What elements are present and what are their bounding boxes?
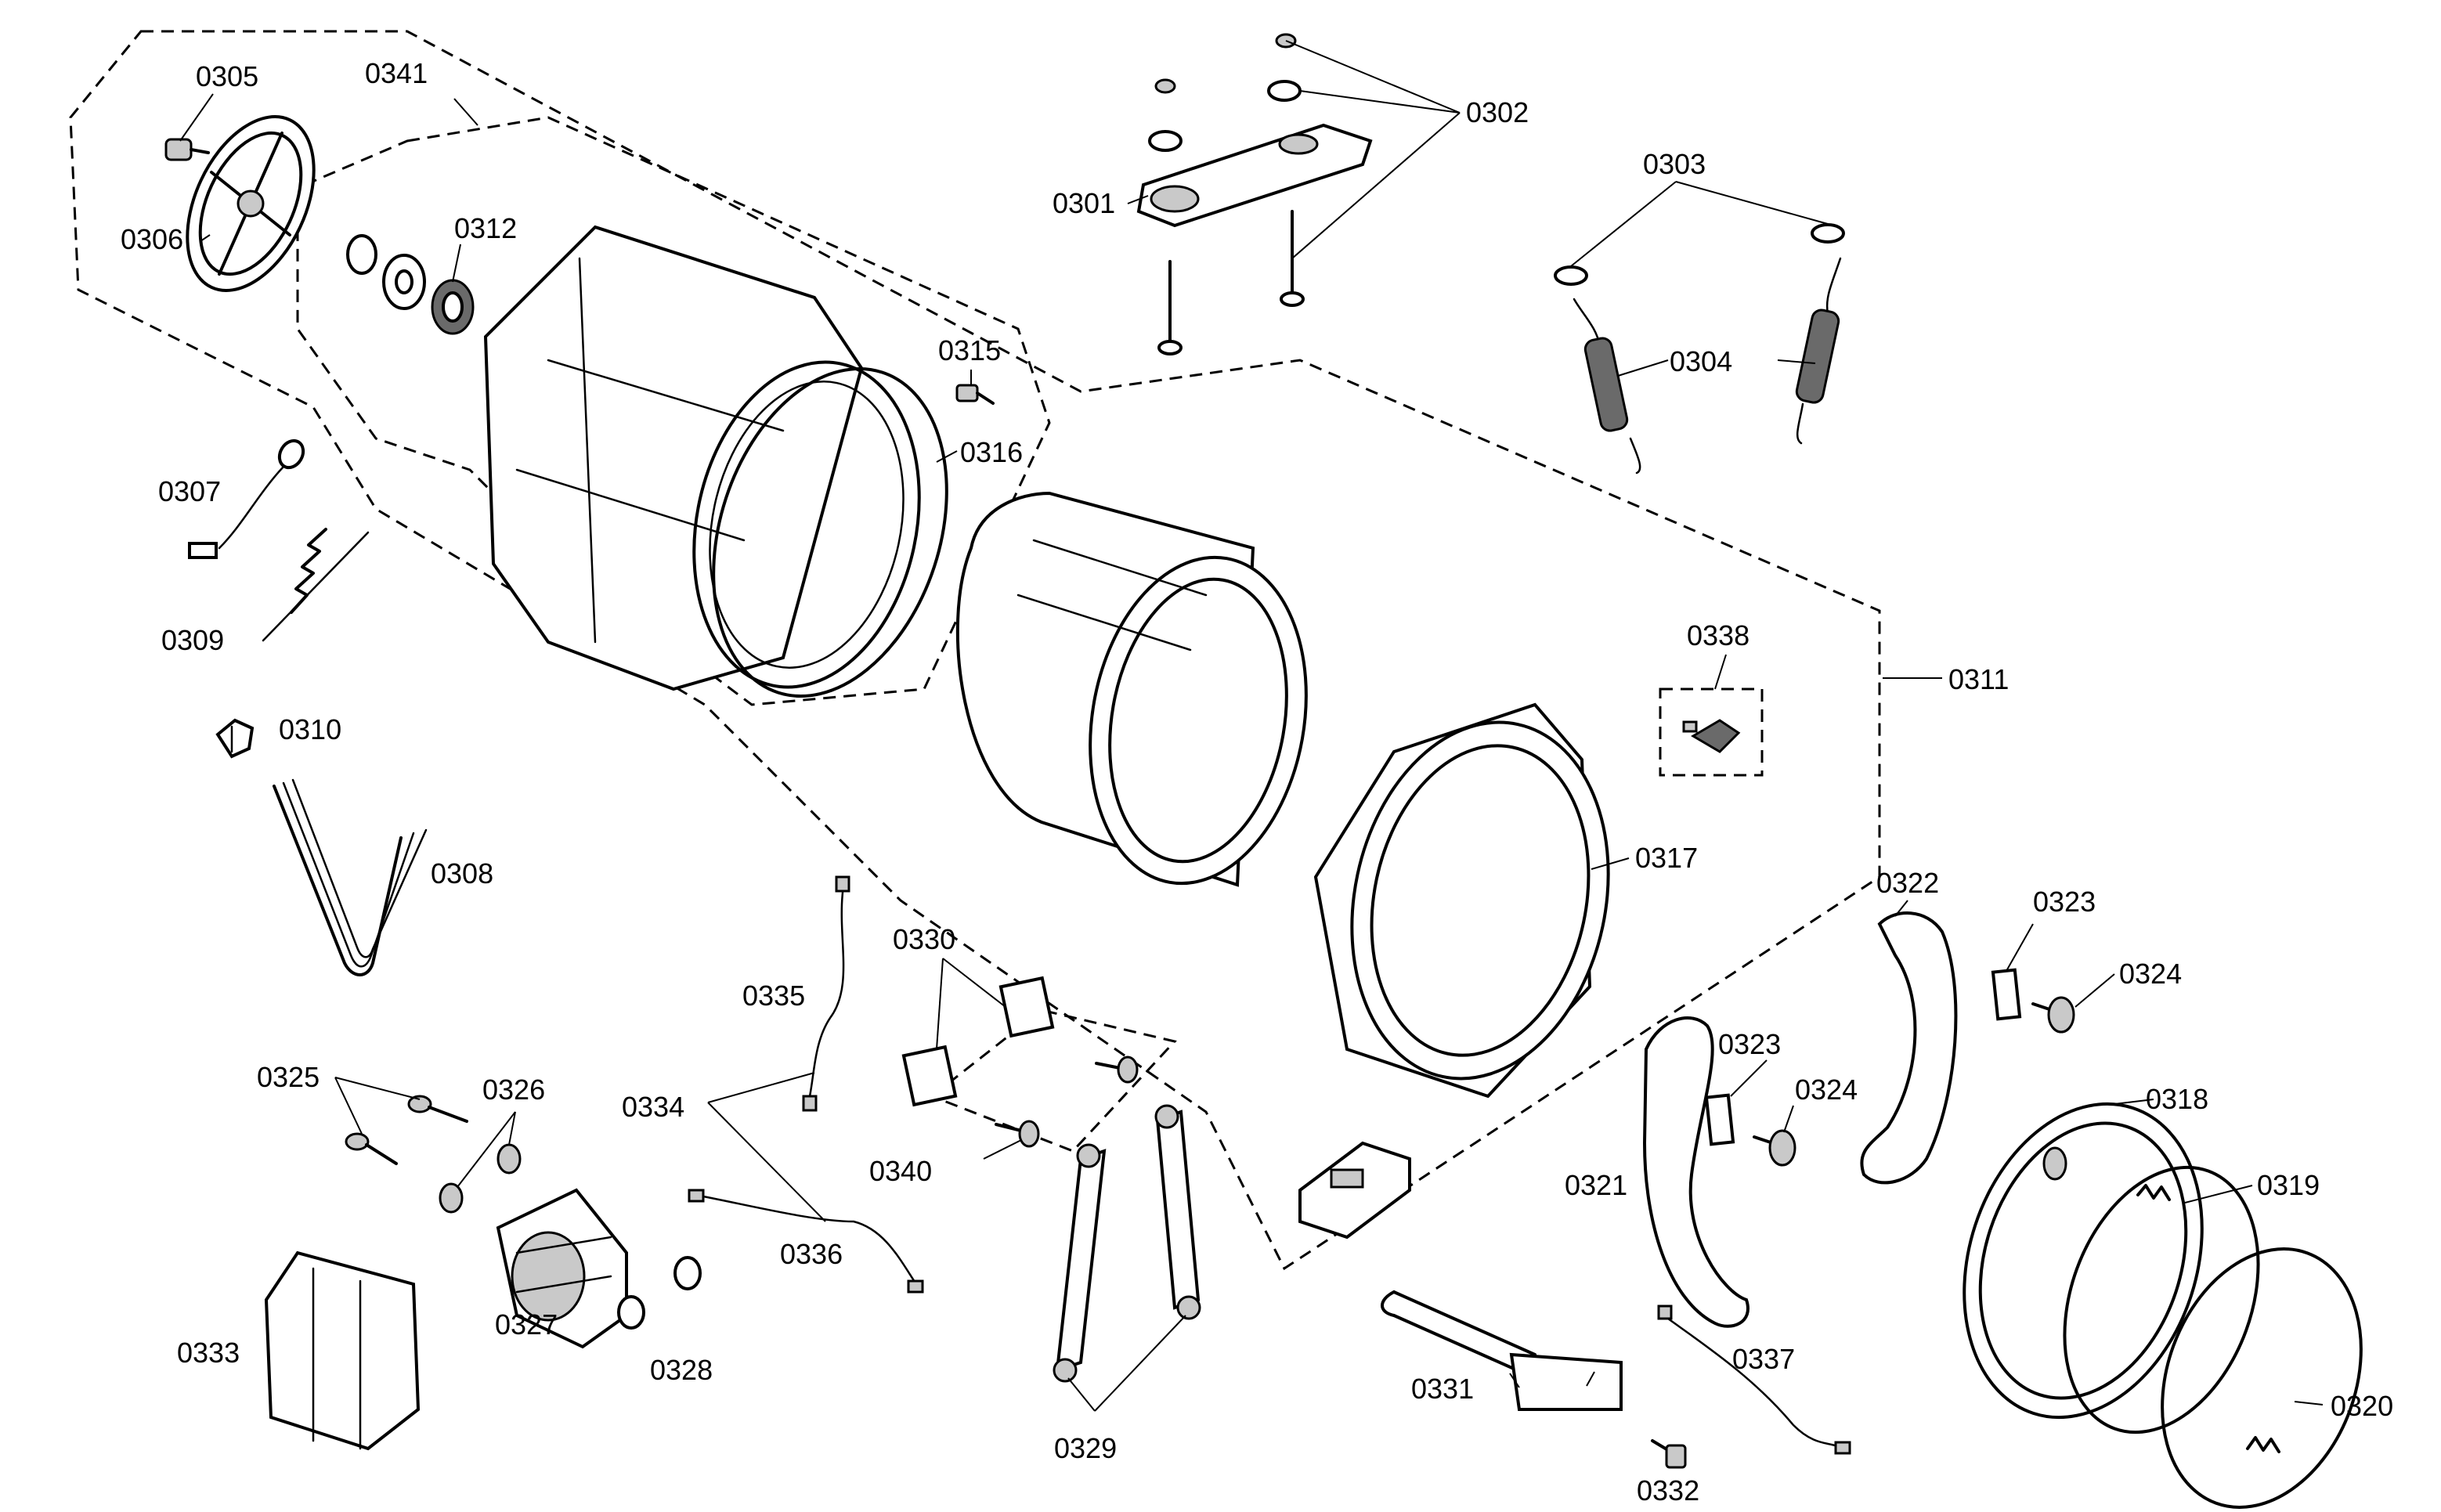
clip-0310: [215, 718, 255, 759]
label-0302: 0302: [1466, 96, 1529, 128]
tub-springs-0304: [1573, 257, 1842, 475]
label-0303: 0303: [1643, 148, 1706, 180]
sensor-0307: [188, 438, 305, 559]
screw-0324-upper: [2031, 996, 2075, 1034]
wire-0336: [688, 1189, 924, 1294]
label-0326: 0326: [482, 1074, 545, 1106]
module-0333: [264, 1250, 421, 1451]
label-0341: 0341: [365, 57, 428, 89]
bushes-0326: [439, 1143, 522, 1214]
front-tub-0317: [1313, 702, 1610, 1099]
tub-gasket-0316: [712, 366, 948, 698]
screws-0325: [345, 1095, 468, 1165]
bracket-0339: [1298, 1141, 1411, 1240]
label-0332: 0332: [1637, 1474, 1699, 1507]
label-0323-upper: 0323: [2033, 886, 2096, 918]
label-0323-lower: 0323: [1718, 1028, 1781, 1060]
screw-0324-lower: [1753, 1129, 1796, 1167]
label-0311: 0311: [1948, 663, 2009, 695]
label-0333: 0333: [177, 1337, 240, 1369]
label-0329: 0329: [1054, 1432, 1117, 1464]
clamp-ring-0319: [2063, 1165, 2260, 1434]
label-0337: 0337: [1732, 1343, 1795, 1375]
label-0338: 0338: [1687, 619, 1750, 651]
plate-0323-upper: [1991, 968, 2022, 1021]
label-0301: 0301: [1053, 187, 1115, 219]
wire-0337: [1657, 1305, 1851, 1455]
bolt-0305: [164, 138, 210, 161]
hinge-0321: [1642, 1016, 1750, 1328]
label-0306: 0306: [121, 223, 183, 255]
bolts-0340: [995, 1056, 1139, 1148]
hinge-0322: [1860, 911, 1958, 1185]
bushes-0328: [617, 1256, 702, 1330]
label-0335: 0335: [742, 980, 805, 1012]
label-0331: 0331: [1411, 1373, 1474, 1405]
motor-0327: [496, 1188, 628, 1349]
label-0319: 0319: [2257, 1169, 2320, 1201]
rear-tub-0341: [483, 225, 921, 691]
assembly-outline-0311: [296, 116, 1051, 706]
label-0325: 0325: [257, 1061, 320, 1093]
leader-lines: [179, 40, 2324, 1412]
label-0316: 0316: [960, 436, 1023, 468]
label-0318: 0318: [2146, 1083, 2208, 1115]
bearings-0312: [346, 234, 475, 335]
pulley-0306: [186, 115, 316, 292]
label-0321: 0321: [1565, 1169, 1627, 1201]
screw-0315: [955, 384, 995, 405]
drum-0311: [955, 491, 1308, 887]
label-0322: 0322: [1876, 867, 1939, 899]
counterweight-0301: [1136, 123, 1373, 228]
label-0309: 0309: [161, 624, 224, 656]
assembly-outline-0341: [69, 30, 1881, 1271]
shock-absorbers-0329: [1053, 1104, 1201, 1383]
outline-0340: [930, 1009, 1177, 1153]
label-0324-upper: 0324: [2119, 958, 2182, 990]
spring-0309: [262, 528, 370, 642]
label-0330: 0330: [893, 923, 955, 955]
label-0307: 0307: [158, 475, 221, 507]
door-0318: [1963, 1102, 2204, 1420]
label-0340: 0340: [869, 1155, 932, 1187]
label-0320: 0320: [2331, 1390, 2393, 1422]
plate-0323-lower: [1704, 1093, 1735, 1146]
label-0317: 0317: [1635, 842, 1698, 874]
sensor-0332: [1651, 1439, 1687, 1469]
label-0328: 0328: [650, 1354, 713, 1386]
part-0338: [1682, 719, 1741, 753]
label-0308: 0308: [431, 857, 493, 890]
belt-0308: [273, 778, 428, 976]
weights-0330: [901, 976, 1055, 1107]
outline-0338: [1659, 687, 1764, 777]
label-0324-lower: 0324: [1795, 1074, 1858, 1106]
label-0327: 0327: [495, 1308, 558, 1341]
label-0310: 0310: [279, 713, 341, 745]
spring-washers-0303: [1554, 223, 1845, 286]
label-0334: 0334: [622, 1091, 684, 1123]
label-0312: 0312: [454, 212, 517, 244]
label-0315: 0315: [938, 334, 1001, 366]
clamp-ring-0320: [2161, 1247, 2363, 1509]
wire-0335: [802, 875, 850, 1112]
label-0305: 0305: [196, 60, 258, 92]
label-0304: 0304: [1670, 345, 1732, 377]
washers-nuts-0302: [1148, 33, 1305, 355]
label-0336: 0336: [780, 1238, 843, 1270]
heater-0331: [1381, 1290, 1623, 1411]
